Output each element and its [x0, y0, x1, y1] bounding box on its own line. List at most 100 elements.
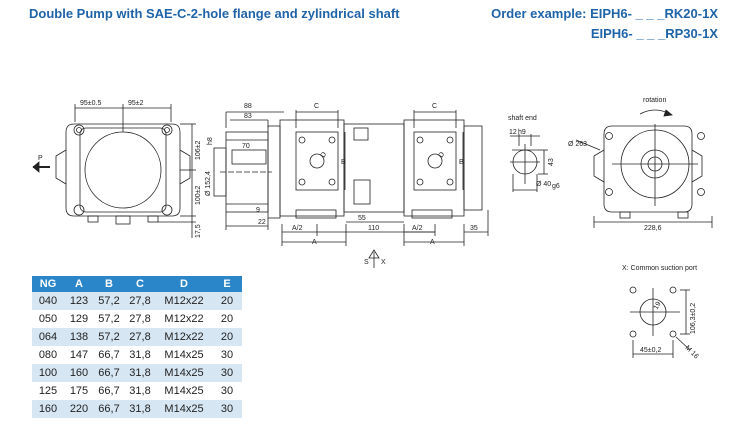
dim-d-left: D — [320, 151, 329, 159]
table-cell: M14x25 — [156, 382, 212, 400]
dim-c-left: C — [314, 103, 319, 110]
table-cell: 57,2 — [94, 310, 124, 328]
dim-m16: M 16 — [684, 344, 700, 360]
shaft-end-label: shaft end — [508, 115, 537, 122]
table-row: 100 160 66,7 31,8 M14x25 30 — [32, 364, 242, 382]
table-cell: 20 — [212, 310, 242, 328]
table-cell: 138 — [64, 328, 94, 346]
dim-45: 45±0,2 — [640, 347, 661, 354]
table-cell: 31,8 — [124, 364, 156, 382]
dim-263: Ø 263 — [568, 141, 587, 148]
dim-100: 100±2 — [195, 185, 202, 205]
front-view — [32, 104, 196, 238]
shaft-end-view — [510, 134, 548, 192]
order-example-line-1: Order example: EIPH6- _ _ _RK20-1X — [491, 6, 718, 21]
table-row: 160 220 66,7 31,8 M14x25 30 — [32, 400, 242, 418]
port-p-label: P — [38, 155, 43, 162]
dim-152-4: Ø 152,4 — [205, 171, 212, 196]
column-header: B — [94, 276, 124, 292]
dim-88: 88 — [244, 103, 252, 110]
table-cell: 125 — [32, 382, 64, 400]
dim-106-3: 106,3±0,2 — [690, 303, 697, 334]
table-cell: 064 — [32, 328, 64, 346]
dim-43: 43 — [548, 158, 555, 166]
table-cell: 080 — [32, 346, 64, 364]
table-cell: 30 — [212, 382, 242, 400]
page-title: Double Pump with SAE-C-2-hole flange and… — [29, 6, 400, 21]
column-header: E — [212, 276, 242, 292]
port-x-label: X — [381, 259, 386, 266]
side-view — [213, 110, 489, 268]
table-header-row: NG A B C D E — [32, 276, 242, 292]
table-cell: 57,2 — [94, 292, 124, 310]
dim-12: 12 — [509, 129, 517, 136]
table-cell: 57,2 — [94, 328, 124, 346]
dim-b-right: B — [459, 159, 464, 166]
table-cell: M12x22 — [156, 310, 212, 328]
dim-83: 83 — [244, 113, 252, 120]
table-row: 040 123 57,2 27,8 M12x22 20 — [32, 292, 242, 310]
port-s-label: S — [364, 259, 369, 266]
table-cell: 66,7 — [94, 382, 124, 400]
dim-110: 110 — [368, 225, 379, 232]
table-cell: 27,8 — [124, 310, 156, 328]
dim-106: 106±2 — [195, 140, 202, 160]
rotation-label: rotation — [643, 97, 666, 104]
table-cell: 31,8 — [124, 346, 156, 364]
dim-35: 35 — [470, 225, 478, 232]
table-cell: 66,7 — [94, 364, 124, 382]
dim-19: 19 — [653, 301, 663, 311]
dim-c-right: C — [432, 103, 437, 110]
rear-view — [575, 109, 713, 228]
dim-40: Ø 40 — [536, 181, 551, 188]
table-cell: M14x25 — [156, 364, 212, 382]
dim-152-4-tolerance: h8 — [207, 137, 214, 145]
table-cell: 129 — [64, 310, 94, 328]
table-cell: 040 — [32, 292, 64, 310]
table-cell: 160 — [32, 400, 64, 418]
dim-12-tolerance: h9 — [518, 129, 526, 136]
table-row: 050 129 57,2 27,8 M12x22 20 — [32, 310, 242, 328]
table-row: 080 147 66,7 31,8 M14x25 30 — [32, 346, 242, 364]
dim-9: 9 — [256, 207, 260, 214]
dim-a-half-left: A/2 — [292, 225, 303, 232]
suction-port-label: X: Common suction port — [622, 265, 697, 272]
dim-a-left: A — [312, 239, 317, 246]
table-cell: 20 — [212, 328, 242, 346]
table-cell: 31,8 — [124, 382, 156, 400]
table-cell: 31,8 — [124, 400, 156, 418]
dim-a-half-right: A/2 — [412, 225, 423, 232]
column-header: C — [124, 276, 156, 292]
table-cell: 123 — [64, 292, 94, 310]
dim-a-right: A — [430, 239, 435, 246]
table-cell: 27,8 — [124, 328, 156, 346]
table-cell: 66,7 — [94, 400, 124, 418]
dim-55: 55 — [358, 215, 366, 222]
table-cell: 100 — [32, 364, 64, 382]
dim-22: 22 — [258, 219, 266, 226]
table-cell: 66,7 — [94, 346, 124, 364]
table-cell: 30 — [212, 364, 242, 382]
dim-40-tolerance: g6 — [552, 183, 560, 190]
dim-17-5: 17,5 — [195, 224, 202, 238]
dim-b-left: B — [341, 159, 346, 166]
dim-95b: 95±2 — [128, 100, 144, 107]
table-cell: 147 — [64, 346, 94, 364]
order-example-line-2: EIPH6- _ _ _RP30-1X — [590, 26, 718, 41]
table-cell: 175 — [64, 382, 94, 400]
table-cell: 30 — [212, 400, 242, 418]
table-cell: M12x22 — [156, 328, 212, 346]
table-cell: 30 — [212, 346, 242, 364]
column-header: NG — [32, 276, 64, 292]
table-cell: M12x22 — [156, 292, 212, 310]
dim-70: 70 — [242, 143, 250, 150]
table-cell: 27,8 — [124, 292, 156, 310]
table-cell: 160 — [64, 364, 94, 382]
table-cell: 050 — [32, 310, 64, 328]
table-cell: M14x25 — [156, 346, 212, 364]
suction-port-view — [629, 286, 691, 358]
table-cell: 220 — [64, 400, 94, 418]
column-header: A — [64, 276, 94, 292]
table-cell: M14x25 — [156, 400, 212, 418]
